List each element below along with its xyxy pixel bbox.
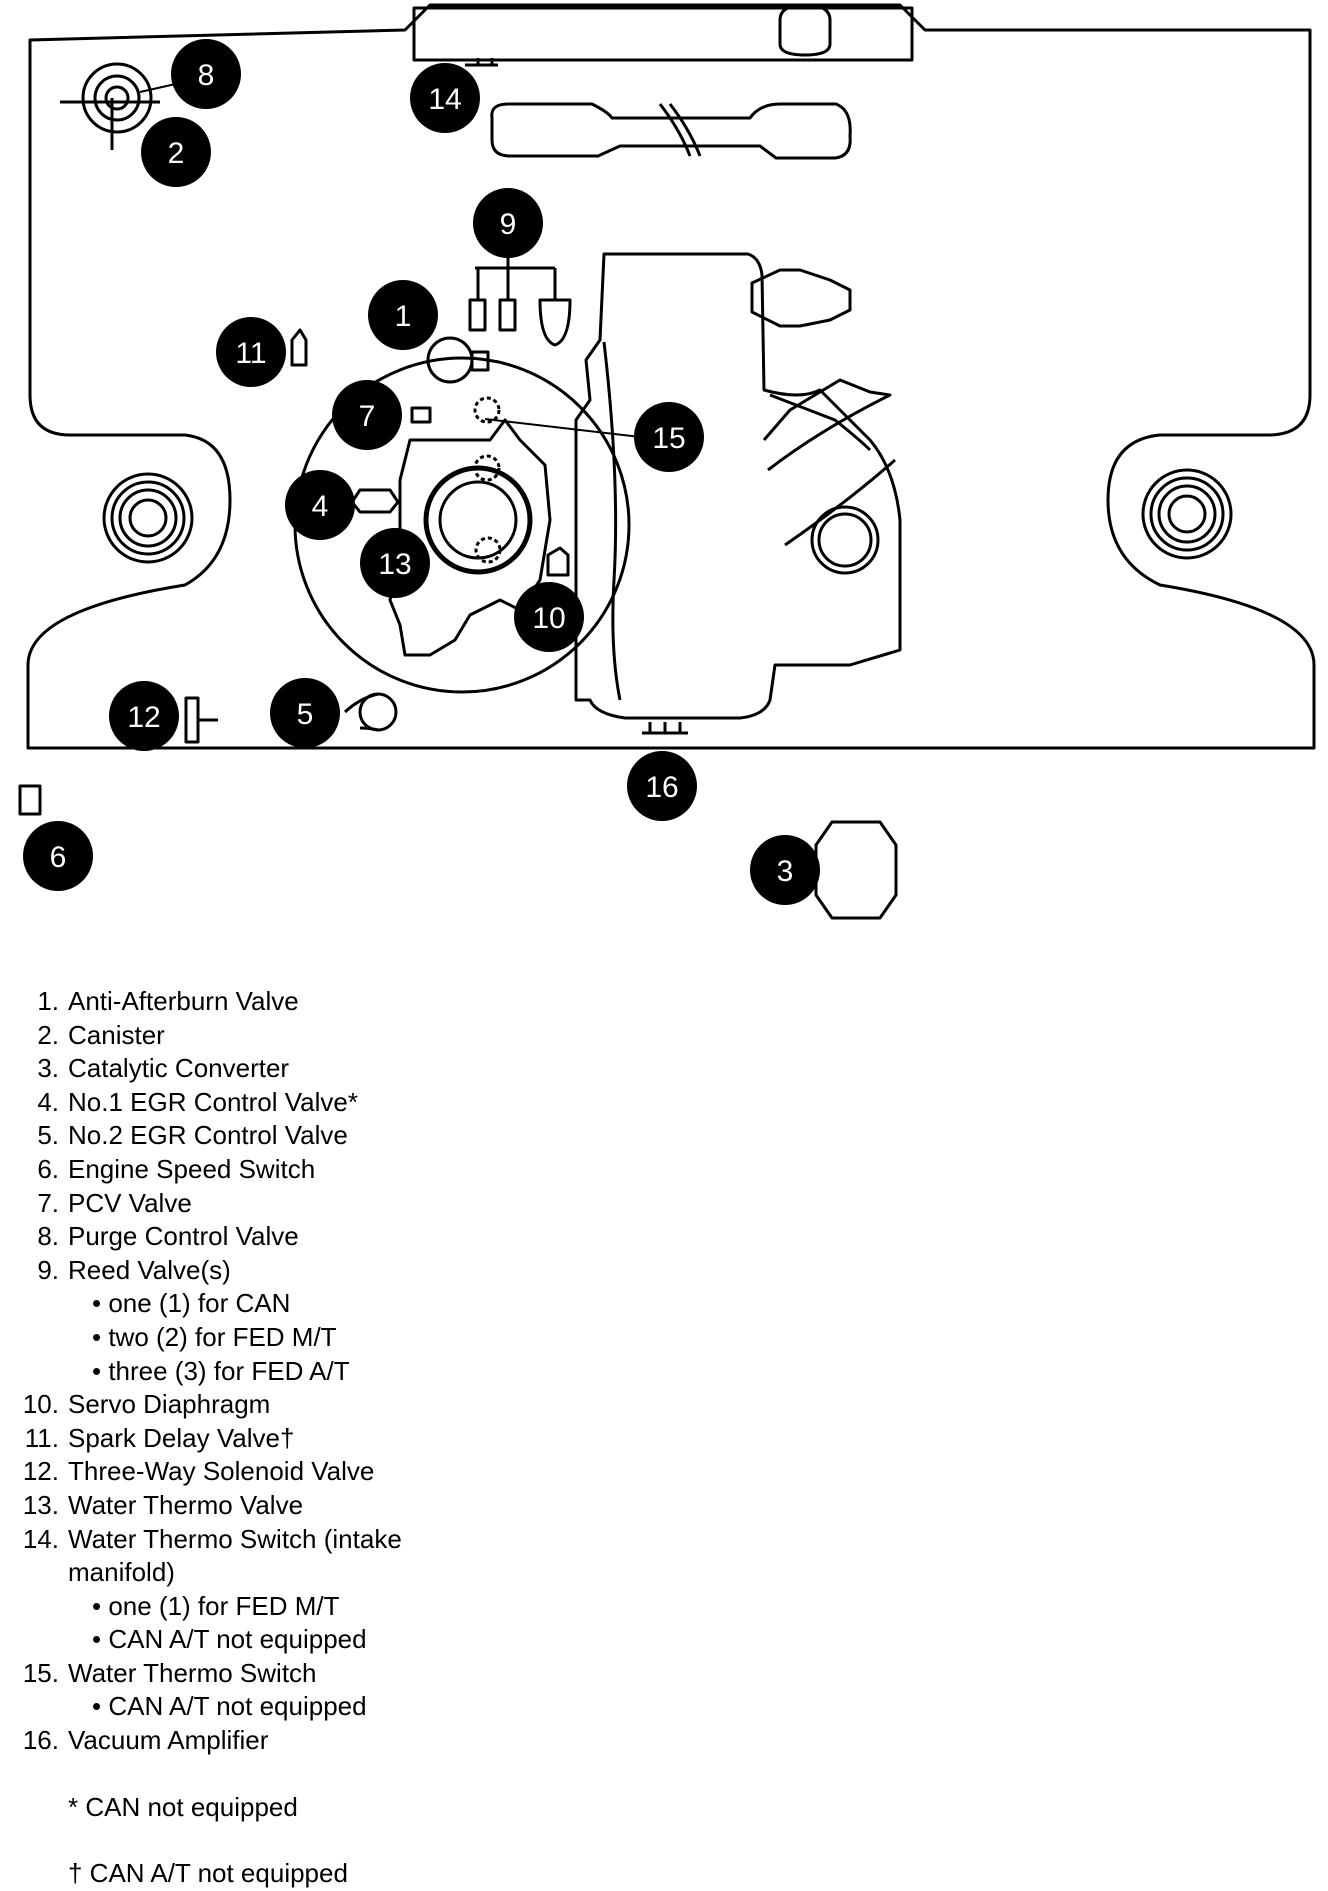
- callout-3: 3: [750, 835, 820, 905]
- canister: [60, 62, 160, 150]
- legend-item: 13.Water Thermo Valve: [22, 1489, 304, 1520]
- left-wheel-well: [102, 472, 194, 564]
- footnote-asterisk: * CAN not equipped: [68, 1791, 298, 1822]
- legend-subitem: • CAN A/T not equipped: [92, 1624, 367, 1655]
- legend-item: 9.Reed Valve(s): [37, 1254, 231, 1285]
- svg-text:7: 7: [359, 400, 376, 433]
- legend-item: 1.Anti-Afterburn Valve: [37, 986, 299, 1016]
- svg-text:5: 5: [297, 698, 314, 731]
- svg-text:13: 13: [378, 548, 411, 581]
- svg-text:16: 16: [645, 771, 678, 804]
- legend-item: 8.Purge Control Valve: [37, 1221, 299, 1252]
- svg-text:15: 15: [652, 422, 685, 455]
- engine-block: [574, 252, 902, 720]
- callout-13: 13: [360, 528, 430, 598]
- alternator-crescent: [784, 458, 896, 547]
- svg-text:9: 9: [500, 208, 517, 241]
- pcv-valve: [410, 406, 432, 424]
- engine-component-diagram: 1 2 3 4 5 6 7 8 9 10 11 12 13 14 15 16: [18, 3, 1316, 920]
- callout-2: 2: [141, 117, 211, 187]
- callout-15: 15: [634, 402, 704, 472]
- svg-text:12: 12: [127, 701, 160, 734]
- svg-text:8: 8: [198, 59, 215, 92]
- callout-1: 1: [368, 280, 438, 350]
- legend-subitem: • two (2) for FED M/T: [92, 1321, 337, 1352]
- legend-item: 4.No.1 EGR Control Valve*: [37, 1086, 358, 1117]
- legend-subitem: • CAN A/T not equipped: [92, 1691, 367, 1722]
- no1-egr-valve: [350, 488, 400, 514]
- dashed-valves: [473, 396, 502, 564]
- legend-subitem: • one (1) for FED M/T: [92, 1590, 340, 1621]
- svg-text:11: 11: [235, 337, 266, 370]
- callout-14: 14: [410, 63, 480, 133]
- legend-item: 3.Catalytic Converter: [37, 1053, 290, 1084]
- legend-subitem: • three (3) for FED A/T: [92, 1355, 350, 1386]
- svg-text:14: 14: [428, 83, 461, 116]
- three-way-solenoid: [184, 696, 218, 744]
- callout-16: 16: [627, 751, 697, 821]
- callout-8: 8: [171, 39, 241, 109]
- radiator-top: [412, 6, 914, 62]
- callout-7: 7: [332, 380, 402, 450]
- legend-item: 7.PCV Valve: [37, 1187, 192, 1218]
- engine-speed-switch: [18, 784, 42, 816]
- diagonal-arm: [762, 378, 892, 472]
- right-wheel-well: [1141, 468, 1233, 560]
- catalytic-converter: [814, 820, 898, 920]
- vacuum-amplifier: [642, 722, 688, 735]
- legend-item: 2.Canister: [37, 1019, 165, 1050]
- legend-item: 15.Water Thermo Switch: [22, 1657, 317, 1688]
- svg-text:6: 6: [50, 841, 67, 874]
- legend-continuation: manifold): [68, 1557, 175, 1588]
- svg-text:3: 3: [777, 855, 794, 888]
- callout-9: 9: [473, 188, 543, 258]
- callout-11: 11: [216, 317, 286, 387]
- radiator-hose: [490, 102, 852, 160]
- legend-item: 6.Engine Speed Switch: [37, 1153, 316, 1184]
- legend-item: 14.Water Thermo Switch (intake: [22, 1523, 402, 1554]
- callout-4: 4: [285, 470, 355, 540]
- legend-item: 12.Three-Way Solenoid Valve: [22, 1456, 375, 1487]
- spark-delay-valve: [290, 328, 308, 367]
- svg-text:2: 2: [168, 137, 185, 170]
- legend-item: 5.No.2 EGR Control Valve: [37, 1120, 348, 1151]
- oil-filter: [810, 505, 880, 575]
- component-legend: 1.Anti-Afterburn Valve 2.Canister 3.Cata…: [0, 985, 700, 1891]
- legend-subitem: • one (1) for CAN: [92, 1288, 291, 1319]
- legend-item: 10.Servo Diaphragm: [22, 1389, 271, 1420]
- side-actuator: [750, 268, 852, 328]
- footnote-dagger: † CAN A/T not equipped: [68, 1858, 348, 1889]
- servo-diaphragm: [546, 546, 570, 577]
- svg-text:10: 10: [532, 602, 565, 635]
- callout-10: 10: [514, 582, 584, 652]
- callout-5: 5: [270, 678, 340, 748]
- svg-text:1: 1: [395, 300, 412, 333]
- engine-compartment-outline: [26, 3, 1316, 750]
- water-thermo-switch-intake: [465, 58, 498, 67]
- legend-item: 11.Spark Delay Valve†: [24, 1422, 295, 1453]
- callout-12: 12: [109, 681, 179, 751]
- callout-6: 6: [23, 821, 93, 891]
- legend-item: 16.Vacuum Amplifier: [22, 1725, 269, 1756]
- svg-text:4: 4: [312, 490, 329, 523]
